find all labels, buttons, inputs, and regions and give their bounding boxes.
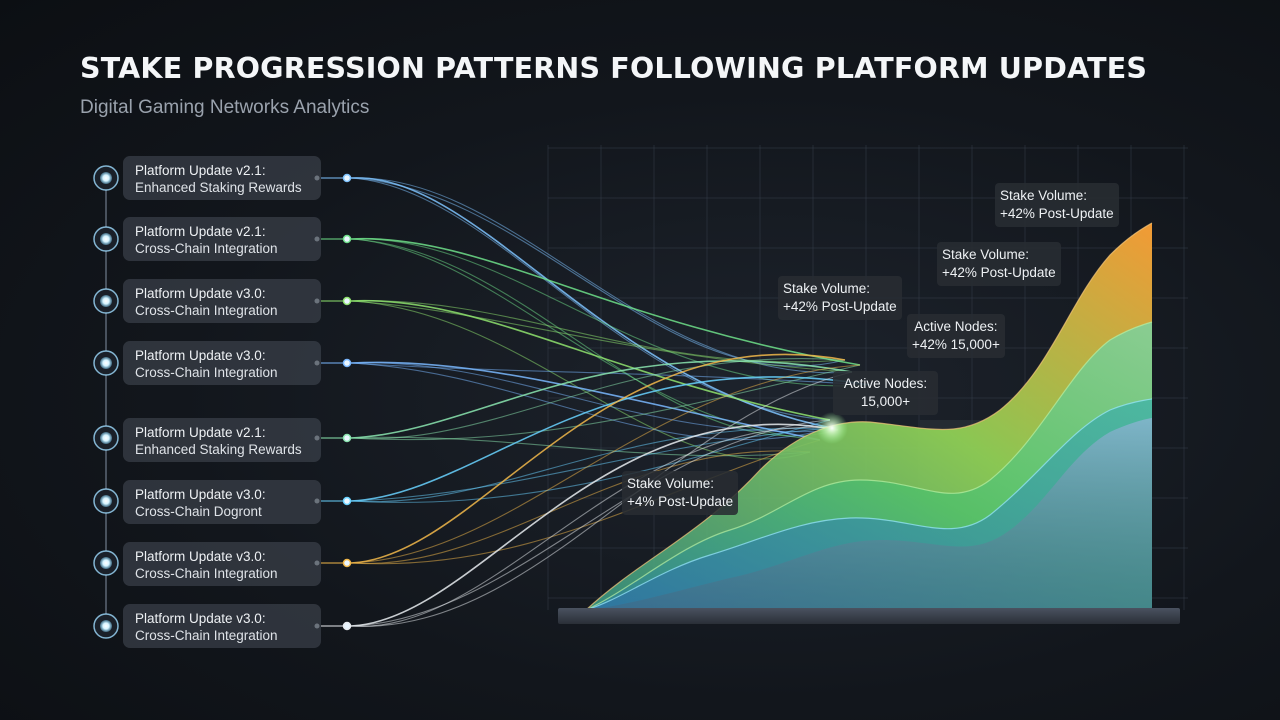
connector-dot-icon bbox=[342, 433, 352, 443]
connector-dot-icon bbox=[342, 173, 352, 183]
update-label-detail: Cross-Chain Integration bbox=[135, 365, 278, 380]
callout-value: 15,000+ bbox=[860, 394, 911, 409]
flow-curve bbox=[350, 427, 839, 503]
flow-curve bbox=[350, 353, 846, 564]
update-label-5: Platform Update v2.1: Enhanced Staking R… bbox=[123, 418, 321, 462]
flow-curve bbox=[350, 450, 811, 565]
flow-curve bbox=[350, 423, 839, 627]
callout-value: +4% Post-Update bbox=[627, 494, 734, 509]
callout-title: Stake Volume: bbox=[1000, 188, 1088, 203]
node-dot-icon bbox=[100, 233, 112, 245]
update-label-3: Platform Update v3.0: Cross-Chain Integr… bbox=[123, 279, 321, 323]
callout-title: Active Nodes: bbox=[843, 376, 928, 391]
update-nodes bbox=[93, 165, 352, 639]
callout-value: +42% Post-Update bbox=[942, 265, 1056, 280]
flow-curve bbox=[350, 364, 861, 441]
update-label-detail: Cross-Chain Integration bbox=[135, 303, 278, 318]
area-teal-edge bbox=[585, 398, 1153, 611]
chart-baseline bbox=[558, 608, 1180, 624]
callout-value: +42% Post-Update bbox=[783, 299, 897, 314]
update-label-detail: Cross-Chain Integration bbox=[135, 566, 278, 581]
flow-curve bbox=[350, 299, 831, 421]
update-label-7: Platform Update v3.0: Cross-Chain Integr… bbox=[123, 542, 321, 586]
flow-curve bbox=[350, 358, 846, 440]
update-label-detail: Enhanced Staking Rewards bbox=[135, 180, 302, 195]
flow-curve bbox=[350, 376, 871, 502]
flow-curve bbox=[350, 426, 833, 627]
node-dot-icon bbox=[100, 295, 112, 307]
callout-title: Active Nodes: bbox=[914, 319, 998, 334]
flow-curve bbox=[350, 237, 861, 366]
update-label-6: Platform Update v3.0: Cross-Chain Dogron… bbox=[123, 480, 321, 524]
flow-curve bbox=[350, 300, 811, 460]
update-label-1: Platform Update v2.1: Enhanced Staking R… bbox=[123, 156, 321, 200]
update-label-detail: Enhanced Staking Rewards bbox=[135, 442, 302, 457]
update-label-8: Platform Update v3.0: Cross-Chain Integr… bbox=[123, 604, 321, 648]
update-label-title: Platform Update v3.0: bbox=[135, 286, 266, 301]
flow-curve bbox=[350, 238, 839, 437]
flow-curve bbox=[350, 361, 821, 441]
flow-curve bbox=[350, 362, 833, 441]
update-label-2: Platform Update v2.1: Cross-Chain Integr… bbox=[123, 217, 321, 261]
callout-title: Stake Volume: bbox=[942, 247, 1030, 262]
update-label-detail: Cross-Chain Integration bbox=[135, 628, 278, 643]
callout-stake-volume-low: Stake Volume: +4% Post-Update bbox=[622, 471, 739, 515]
update-label-title: Platform Update v3.0: bbox=[135, 348, 266, 363]
callout-stake-volume-left: Stake Volume: +42% Post-Update bbox=[778, 276, 902, 320]
page-title: STAKE PROGRESSION PATTERNS FOLLOWING PLA… bbox=[80, 52, 1148, 85]
connector-dot-icon bbox=[342, 234, 352, 244]
flow-curve bbox=[350, 177, 831, 421]
flow-curve bbox=[350, 177, 846, 367]
flow-curve bbox=[350, 300, 846, 363]
flow-curve bbox=[350, 238, 821, 441]
update-label-title: Platform Update v3.0: bbox=[135, 611, 266, 626]
node-dot-icon bbox=[100, 432, 112, 444]
flow-curve bbox=[350, 436, 811, 457]
flow-curve bbox=[350, 427, 833, 502]
connector-dot-icon bbox=[342, 358, 352, 368]
flow-curve bbox=[350, 360, 853, 439]
connector-dot-icon bbox=[342, 296, 352, 306]
area-orange-edge bbox=[585, 222, 1153, 611]
convergence-glow bbox=[816, 412, 848, 444]
node-dot-icon bbox=[100, 357, 112, 369]
flow-curve bbox=[350, 362, 839, 433]
flow-curve bbox=[350, 238, 871, 387]
update-label-title: Platform Update v3.0: bbox=[135, 549, 266, 564]
callout-stake-volume-top: Stake Volume: +42% Post-Update bbox=[995, 183, 1119, 227]
update-label-title: Platform Update v2.1: bbox=[135, 224, 266, 239]
node-dot-icon bbox=[100, 495, 112, 507]
flow-curve bbox=[350, 364, 861, 564]
connector-dot-icon bbox=[342, 558, 352, 568]
callout-stake-volume-mid: Stake Volume: +42% Post-Update bbox=[937, 242, 1061, 286]
node-dot-icon bbox=[100, 620, 112, 632]
callout-active-nodes: Active Nodes: 15,000+ bbox=[833, 371, 938, 415]
node-dot-icon bbox=[100, 557, 112, 569]
area-blue bbox=[586, 418, 1152, 610]
connector-dot-icon bbox=[342, 621, 352, 631]
callout-value: +42% 15,000+ bbox=[912, 337, 1000, 352]
area-green-edge bbox=[585, 321, 1153, 611]
update-label-detail: Cross-Chain Integration bbox=[135, 241, 278, 256]
callout-title: Stake Volume: bbox=[627, 476, 715, 491]
node-dot-icon bbox=[100, 172, 112, 184]
update-label-title: Platform Update v2.1: bbox=[135, 425, 266, 440]
connector-dot-icon bbox=[342, 496, 352, 506]
flow-curve bbox=[350, 300, 853, 373]
update-label-4: Platform Update v3.0: Cross-Chain Integr… bbox=[123, 341, 321, 385]
callout-active-nodes-top: Active Nodes: +42% 15,000+ bbox=[907, 314, 1005, 358]
flow-lines bbox=[321, 177, 871, 627]
update-label-title: Platform Update v2.1: bbox=[135, 163, 266, 178]
update-label-title: Platform Update v3.0: bbox=[135, 487, 266, 502]
flow-curve bbox=[350, 371, 853, 627]
flow-curve bbox=[350, 419, 831, 627]
callout-title: Stake Volume: bbox=[783, 281, 871, 296]
flow-curve bbox=[350, 177, 853, 374]
callout-value: +42% Post-Update bbox=[1000, 206, 1114, 221]
page-subtitle: Digital Gaming Networks Analytics bbox=[80, 97, 370, 118]
update-label-detail: Cross-Chain Dogront bbox=[135, 504, 262, 519]
flow-curve bbox=[350, 419, 831, 503]
